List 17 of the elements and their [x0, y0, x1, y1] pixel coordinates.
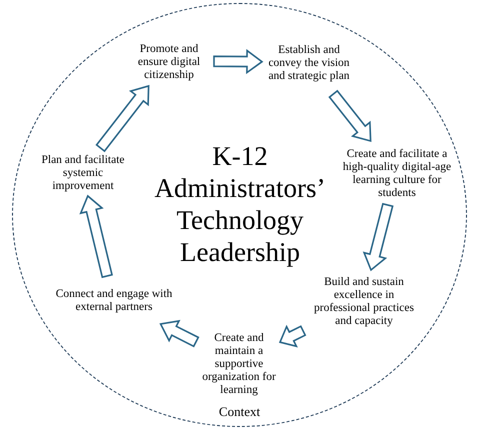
block-arrow: [213, 49, 264, 74]
practice-label: Promote and ensure digital citizenship: [136, 42, 202, 82]
practice-label: Plan and facilitate systemic improvement: [40, 154, 126, 192]
practice-label: Create and facilitate a high-quality digital-age learning culture for students: [342, 148, 452, 200]
diagram-title: K-12 Administrators’ Technology Leadership: [154, 140, 326, 268]
block-arrow: [278, 324, 306, 348]
block-arrow: [362, 202, 394, 272]
practice-label: Build and sustain excellence in professional practices and capacity: [313, 276, 415, 328]
block-arrow: [159, 320, 200, 348]
context-ellipse: [12, 3, 467, 427]
block-arrow: [328, 90, 372, 142]
practice-label: Create and maintain a supportive organization for learning: [201, 332, 277, 396]
block-arrow: [79, 194, 113, 278]
context-label: Context: [218, 402, 260, 420]
practice-label: Establish and convey the vision and strategic plan: [267, 44, 351, 82]
block-arrow: [95, 84, 150, 152]
practice-label: Connect and engage with external partners: [54, 288, 174, 314]
